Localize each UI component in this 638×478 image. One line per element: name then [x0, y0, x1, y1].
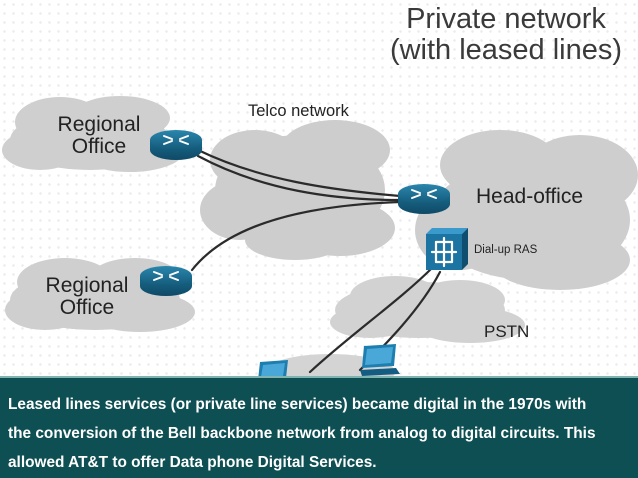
cloud-regional-bottom: [5, 258, 195, 332]
title-line-1: Private network: [406, 3, 606, 35]
cloud-regional-top: [2, 96, 185, 172]
caption-line-2: the conversion of the Bell backbone netw…: [8, 425, 596, 442]
label-dial-up-ras: Dial-up RAS: [474, 244, 538, 256]
line-ras-to-laptop-1: [308, 266, 434, 374]
router-icon: [140, 266, 192, 296]
line-bottom-regional-to-head: [190, 200, 402, 272]
ras-switch-icon: [426, 228, 468, 270]
caption-banner: Leased lines services (or private line s…: [0, 376, 638, 478]
label-head-office: Head-office: [476, 185, 584, 208]
cloud-telco: [200, 120, 395, 260]
caption-line-1: Leased lines services (or private line s…: [8, 396, 587, 413]
connection-lines: [190, 148, 442, 374]
caption-line-3: allowed AT&T to offer Data phone Digital…: [8, 454, 377, 471]
line-top-regional-to-head: [196, 148, 402, 198]
title-line-2: (with leased lines): [389, 34, 623, 66]
label-telco-network: Telco network: [248, 102, 349, 120]
laptop-icon: [258, 360, 288, 380]
line-top-regional-to-head-2: [196, 154, 402, 202]
router-icon: [398, 184, 450, 214]
diagram-title: Private network (with leased lines): [386, 4, 626, 66]
router-icon: [150, 130, 202, 160]
label-regional-office-top: Regional Office: [57, 113, 141, 158]
label-pstn: PSTN: [484, 322, 530, 341]
laptop-icon: [360, 344, 400, 376]
cloud-head-office: [415, 130, 638, 290]
label-regional-office-bottom: Regional Office: [45, 274, 129, 319]
